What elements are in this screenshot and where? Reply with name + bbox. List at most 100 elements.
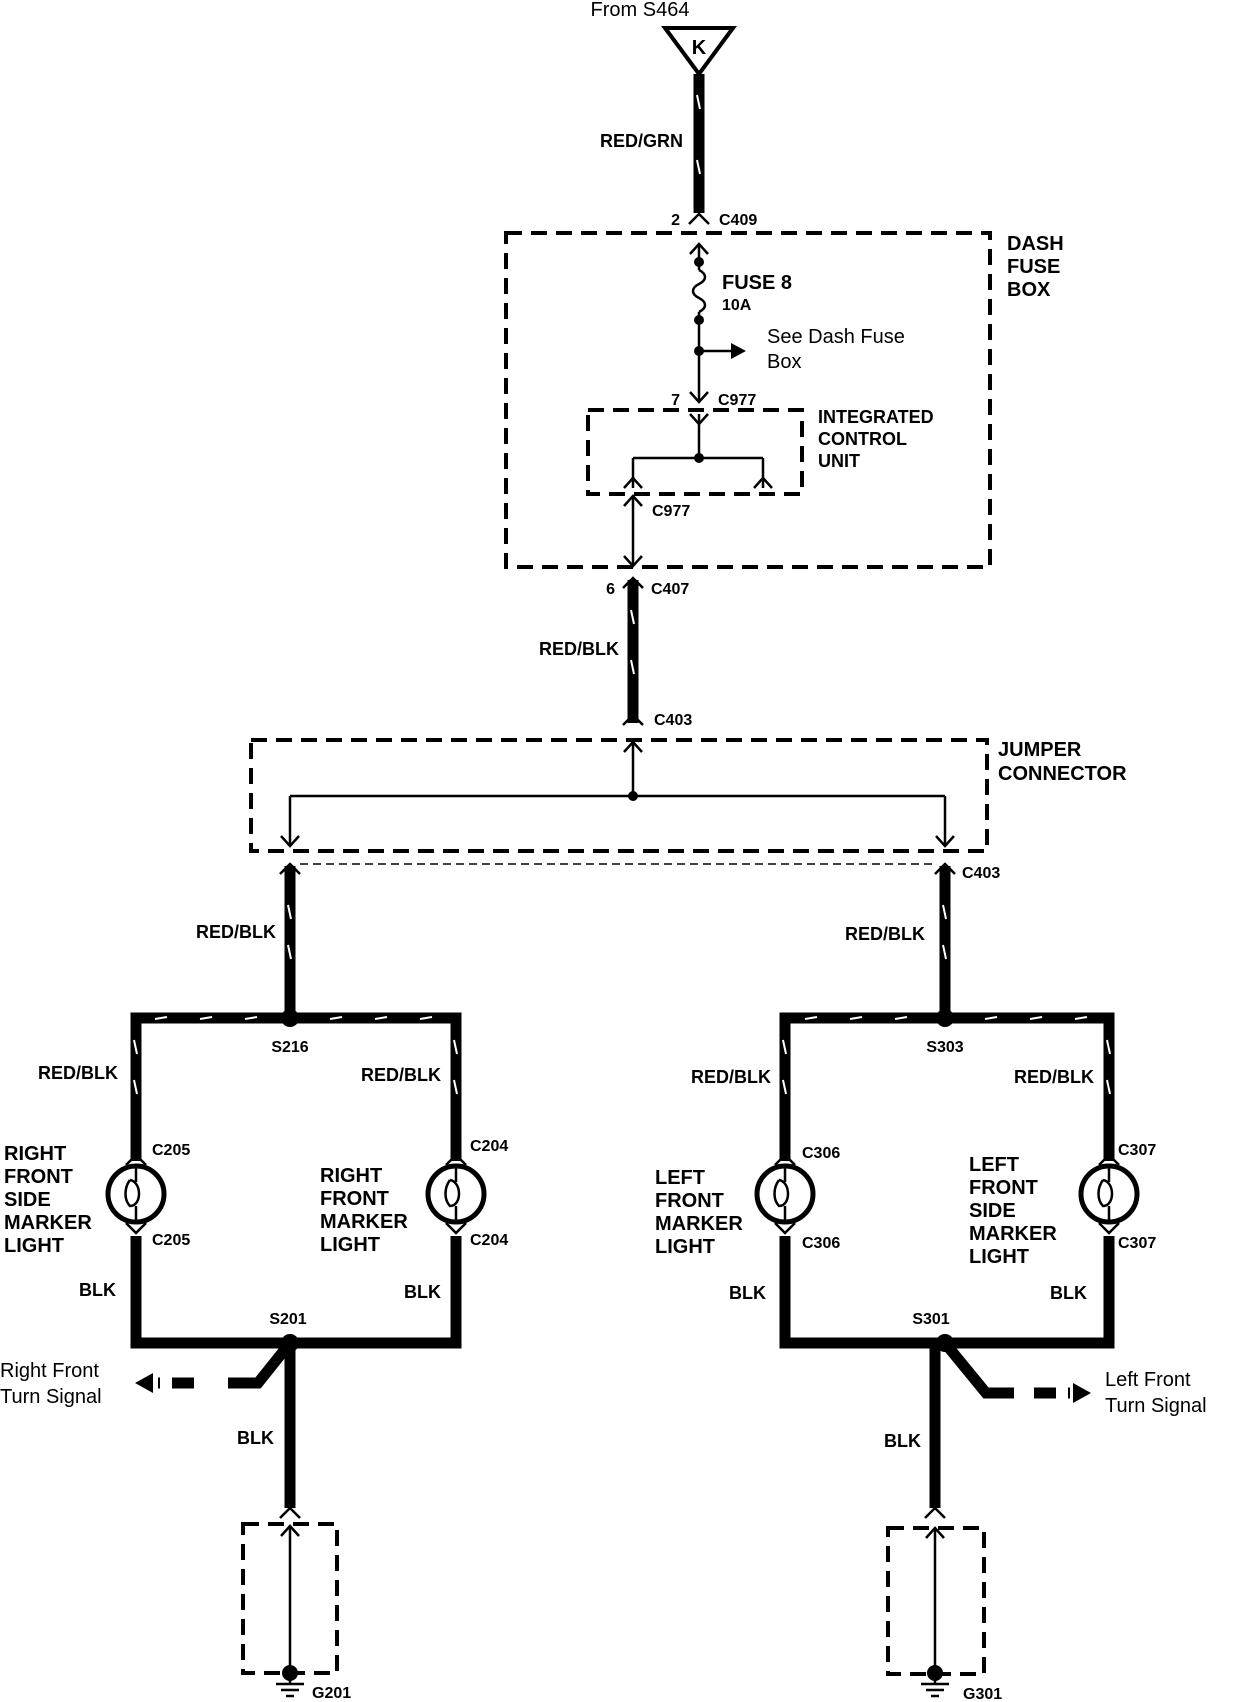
g201-label: G201 bbox=[312, 1685, 351, 1702]
node-dot bbox=[694, 257, 704, 267]
wire-label-blk-c307: BLK bbox=[1050, 1283, 1087, 1303]
connector-c204-bottom-icon bbox=[445, 1222, 467, 1235]
fuse-name: FUSE 8 bbox=[722, 272, 792, 294]
wire-label-blk-g301: BLK bbox=[884, 1431, 921, 1451]
dash-fuse-box bbox=[504, 231, 992, 569]
c407-label: C407 bbox=[651, 581, 689, 598]
wire-label-red-blk-c307: RED/BLK bbox=[1014, 1067, 1094, 1087]
rf-side-marker-label-4: MARKER bbox=[4, 1212, 92, 1234]
wire-stripe bbox=[942, 904, 947, 960]
connector-c306-bottom-icon bbox=[774, 1222, 796, 1235]
dash-fuse-box-label-3: BOX bbox=[1007, 279, 1051, 301]
connector-c403-right-icon bbox=[934, 862, 956, 875]
lf-side-marker-label-2: FRONT bbox=[969, 1177, 1038, 1199]
wire-label-red-blk-c306: RED/BLK bbox=[691, 1067, 771, 1087]
rf-marker-label-1: RIGHT bbox=[320, 1165, 382, 1187]
c307-label-bottom: C307 bbox=[1118, 1235, 1156, 1252]
turn-signal-left-label-1: Left Front bbox=[1105, 1369, 1191, 1391]
turn-signal-left-arrow-icon bbox=[1073, 1383, 1091, 1403]
bulb-filament-icon bbox=[444, 1168, 461, 1220]
lf-marker-bulb-icon bbox=[754, 1163, 816, 1225]
wire-stripe bbox=[696, 94, 701, 175]
rf-side-marker-label-1: RIGHT bbox=[4, 1143, 66, 1165]
s303-label: S303 bbox=[926, 1039, 963, 1056]
rf-side-marker-label-3: SIDE bbox=[4, 1189, 51, 1211]
bulb-filament-icon bbox=[1097, 1168, 1114, 1220]
icu-label-3: UNIT bbox=[818, 451, 860, 471]
wire-label-red-blk-c205: RED/BLK bbox=[38, 1063, 118, 1083]
arrow-icon bbox=[935, 835, 955, 848]
arrow-icon bbox=[623, 555, 643, 568]
wire-label-red-grn: RED/GRN bbox=[600, 131, 683, 151]
source-triangle-icon bbox=[661, 26, 737, 78]
arrow-icon bbox=[753, 476, 773, 489]
lf-marker-label-3: MARKER bbox=[655, 1213, 743, 1235]
lf-side-marker-bulb-icon bbox=[1078, 1163, 1140, 1225]
connector-c306-top-icon bbox=[774, 1153, 796, 1166]
source-label: From S464 bbox=[591, 0, 690, 21]
icu-label-2: CONTROL bbox=[818, 429, 907, 449]
connector-c205-bottom-icon bbox=[125, 1222, 147, 1235]
connector-g201-icon bbox=[279, 1506, 301, 1519]
connector-c403-icon bbox=[622, 713, 644, 726]
c977-pin: 7 bbox=[671, 392, 680, 409]
turn-signal-right-arrow-icon bbox=[135, 1373, 153, 1393]
rf-marker-label-3: MARKER bbox=[320, 1211, 408, 1233]
lf-side-marker-label-3: SIDE bbox=[969, 1200, 1016, 1222]
c204-label-top: C204 bbox=[470, 1138, 508, 1155]
wire-label-blk-c306: BLK bbox=[729, 1283, 766, 1303]
connector-c204-top-icon bbox=[445, 1153, 467, 1166]
wire-label-red-blk-c204: RED/BLK bbox=[361, 1065, 441, 1085]
arrow-icon bbox=[623, 740, 643, 753]
c977-label-upper: C977 bbox=[718, 392, 756, 409]
wire-stripe bbox=[630, 609, 635, 675]
see-dash-fuse-box-2: Box bbox=[767, 351, 801, 373]
connector-c409-icon bbox=[688, 212, 710, 225]
c409-label: C409 bbox=[719, 212, 757, 229]
arrow-icon bbox=[280, 1524, 300, 1537]
fuse-8-icon bbox=[691, 268, 707, 314]
connector-c307-bottom-icon bbox=[1098, 1222, 1120, 1235]
arrow-icon bbox=[623, 494, 643, 507]
bulb-filament-icon bbox=[773, 1168, 790, 1220]
rf-side-marker-label-2: FRONT bbox=[4, 1166, 73, 1188]
arrow-icon bbox=[623, 476, 643, 489]
wire-stripe bbox=[782, 1016, 1111, 1095]
c407-pin: 6 bbox=[606, 581, 615, 598]
ground-icon bbox=[921, 1673, 949, 1698]
see-dash-fuse-box-1: See Dash Fuse bbox=[767, 326, 905, 348]
arrow-icon bbox=[280, 835, 300, 848]
integrated-control-unit-box bbox=[586, 408, 804, 496]
wire-turn-signal-right bbox=[228, 1339, 295, 1389]
fuse-rating: 10A bbox=[722, 297, 752, 314]
c306-label-top: C306 bbox=[802, 1145, 840, 1162]
lf-side-marker-label-5: LIGHT bbox=[969, 1246, 1029, 1268]
lf-marker-label-4: LIGHT bbox=[655, 1236, 715, 1258]
lf-marker-label-1: LEFT bbox=[655, 1167, 705, 1189]
turn-signal-left-label-2: Turn Signal bbox=[1105, 1395, 1207, 1417]
wire-label-blk-g201: BLK bbox=[237, 1428, 274, 1448]
jumper-label-2: CONNECTOR bbox=[998, 763, 1127, 785]
rf-marker-bulb-icon bbox=[425, 1163, 487, 1225]
dash-fuse-box-label-1: DASH bbox=[1007, 233, 1064, 255]
c409-pin: 2 bbox=[671, 212, 680, 229]
wire-stripe bbox=[133, 1016, 458, 1095]
rf-marker-label-2: FRONT bbox=[320, 1188, 389, 1210]
wire-stripe bbox=[287, 904, 292, 960]
connector-c307-top-icon bbox=[1098, 1153, 1120, 1166]
connector-g301-icon bbox=[924, 1506, 946, 1519]
icu-label-1: INTEGRATED bbox=[818, 407, 934, 427]
wire-label-blk-c205: BLK bbox=[79, 1280, 116, 1300]
s216-label: S216 bbox=[271, 1039, 308, 1056]
rf-side-marker-bulb-icon bbox=[105, 1163, 167, 1225]
c205-label-top: C205 bbox=[152, 1142, 190, 1159]
wire-label-blk-c204: BLK bbox=[404, 1282, 441, 1302]
see-fuse-box-arrow-icon bbox=[731, 343, 746, 359]
jumper-label-1: JUMPER bbox=[998, 739, 1082, 761]
bulb-filament-icon bbox=[124, 1168, 141, 1220]
connector-c407-icon bbox=[622, 576, 644, 589]
wire-label-red-blk-left: RED/BLK bbox=[845, 924, 925, 944]
g301-label: G301 bbox=[963, 1686, 1002, 1702]
connector-c205-top-icon bbox=[125, 1153, 147, 1166]
